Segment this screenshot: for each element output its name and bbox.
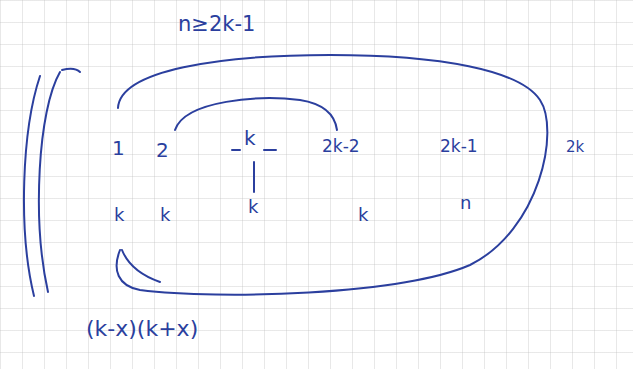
outer-loop xyxy=(117,55,548,295)
condition-note: n≥2k-1 xyxy=(178,14,255,35)
index-number: 2k xyxy=(566,140,584,155)
row-value: k xyxy=(358,206,368,224)
bracket xyxy=(24,76,40,296)
factor-note: (k-x)(k+x) xyxy=(86,318,198,340)
bracket-tick xyxy=(62,69,80,72)
index-number: k xyxy=(244,128,256,148)
vertical-line xyxy=(253,162,255,192)
row-value: k xyxy=(160,206,170,224)
row-value: k xyxy=(248,198,258,216)
bracket xyxy=(39,72,60,292)
index-number: 1 xyxy=(112,138,125,158)
curl xyxy=(122,250,160,282)
row-value: n xyxy=(460,194,471,212)
index-number: 2 xyxy=(156,140,169,160)
index-number: 2k-1 xyxy=(440,138,478,155)
inner-arc xyxy=(175,98,337,130)
index-number: 2k-2 xyxy=(322,138,360,155)
dashes xyxy=(232,149,276,151)
row-value: k xyxy=(114,206,124,224)
